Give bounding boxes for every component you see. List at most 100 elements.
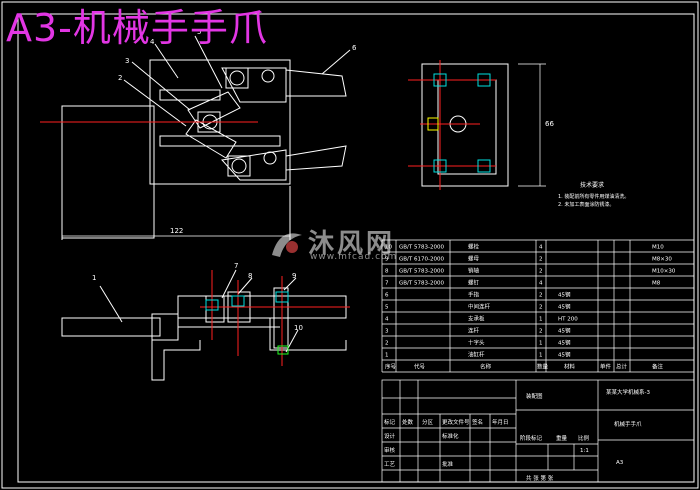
watermark-logo-icon — [272, 233, 302, 257]
bom-no: 8 — [385, 269, 389, 275]
balloon-3: 3 — [125, 57, 129, 65]
tb-weight: 重量 — [556, 434, 568, 442]
bom-note: M8 — [652, 281, 661, 287]
side-view — [421, 63, 546, 187]
bom-material: 45钢 — [558, 327, 571, 335]
dim-width: 122 — [170, 227, 183, 235]
balloon-7: 7 — [234, 262, 238, 270]
bom-header-unit: 单件 — [600, 363, 612, 371]
tech-req-heading: 技术要求 — [580, 181, 604, 189]
side-view-colored — [408, 60, 496, 190]
watermark-url: www.mfcad.com — [310, 252, 398, 262]
balloons-top: 4 5 3 2 6 — [118, 28, 357, 82]
bom-no: 1 — [385, 353, 389, 359]
tb-school: 某某大学机械系-3 — [606, 388, 650, 396]
bom-note: M10×30 — [652, 269, 676, 275]
tb-assembly: 装配图 — [526, 392, 543, 400]
bom-qty: 4 — [539, 281, 543, 287]
tb-check: 审核 — [384, 446, 396, 454]
tb-change: 更改文件号 — [442, 418, 470, 426]
bom-name: 中间连杆 — [468, 303, 491, 311]
bom-qty: 2 — [539, 293, 543, 299]
tech-req-item-1: 1. 装配前所有零件用煤油清洗。 — [558, 193, 629, 200]
tb-design: 设计 — [384, 432, 396, 440]
bom-code: GB/T 5783-2000 — [399, 245, 444, 251]
bom-qty: 2 — [539, 305, 543, 311]
bom-name: 十字头 — [468, 339, 485, 347]
bom-no: 9 — [385, 257, 389, 263]
bom-no: 2 — [385, 341, 389, 347]
watermark-name: 沐风网 — [308, 229, 396, 259]
tb-craft: 工艺 — [384, 461, 396, 468]
balloon-10: 10 — [294, 324, 303, 332]
bom-qty: 4 — [539, 245, 543, 251]
bom-table — [381, 239, 695, 373]
balloon-9: 9 — [292, 272, 296, 280]
bom-no: 6 — [385, 293, 389, 299]
title-block-text: 装配图 某某大学机械系-3 机械手手爪 A3 1:1 标记 处数 分区 更改文件… — [384, 388, 650, 482]
bottom-view — [61, 269, 347, 381]
bom-qty: 2 — [539, 257, 543, 263]
title-block — [381, 379, 695, 483]
bom-qty: 1 — [539, 353, 543, 359]
bom-header-total: 总计 — [616, 363, 628, 371]
front-view — [61, 35, 351, 240]
bom-name: 螺母 — [468, 255, 480, 263]
bom-no: 7 — [385, 281, 389, 287]
tech-req-item-2: 2. 未加工表面涂防锈漆。 — [558, 201, 614, 208]
balloon-4: 4 — [150, 38, 155, 46]
bom-name: 支承板 — [468, 315, 485, 323]
tb-mark: 标记 — [384, 418, 396, 426]
bom-header-code: 代号 — [414, 363, 426, 371]
bom-qty: 1 — [539, 341, 543, 347]
bom-qty: 1 — [539, 317, 543, 323]
bom-header-qty: 数量 — [537, 363, 549, 371]
bom-header-name: 名称 — [480, 363, 492, 371]
bom-name: 螺栓 — [468, 243, 480, 251]
bom-note: M10 — [652, 245, 664, 251]
bom-qty: 2 — [539, 269, 543, 275]
tb-drawing-name: 机械手手爪 — [614, 420, 642, 428]
bom-material: 45钢 — [558, 291, 571, 299]
bom-code: GB/T 5783-2000 — [399, 281, 444, 287]
tb-scale: 1:1 — [580, 448, 589, 454]
bottom-view-colored — [200, 270, 350, 366]
bom-header-material: 材料 — [564, 363, 576, 371]
tb-count: 处数 — [402, 418, 414, 426]
balloon-2: 2 — [118, 74, 122, 82]
tb-ratio: 比例 — [578, 434, 590, 442]
bom-no: 5 — [385, 305, 389, 311]
tb-sheet: A3 — [616, 460, 624, 466]
bom-name: 销轴 — [468, 267, 480, 275]
watermark: 沐风网 www.mfcad.com — [268, 225, 398, 263]
bom-material: 45钢 — [558, 303, 571, 311]
tb-approve: 批准 — [442, 460, 454, 468]
tb-std: 标准化 — [442, 432, 459, 440]
tb-total: 共 张 第 张 — [526, 474, 554, 482]
balloons-bottom: 1 7 8 9 10 — [92, 262, 303, 332]
bom-no: 3 — [385, 329, 389, 335]
bom-header-no: 序号 — [385, 363, 397, 371]
balloon-5: 5 — [197, 28, 201, 36]
tb-date: 年月日 — [492, 418, 509, 426]
bom-code: GB/T 5783-2000 — [399, 269, 444, 275]
bom-note: M8×30 — [652, 257, 672, 263]
bom-name: 连杆 — [468, 327, 480, 335]
bom-no: 10 — [385, 245, 392, 251]
bom-header-remark: 备注 — [652, 363, 664, 371]
balloon-8: 8 — [248, 272, 252, 280]
balloon-6: 6 — [352, 44, 357, 52]
bom-code: GB/T 6170-2000 — [399, 257, 444, 263]
bom-name: 油缸杆 — [468, 351, 485, 359]
bom-qty: 2 — [539, 329, 543, 335]
bom-material: 45钢 — [558, 339, 571, 347]
bom-material: HT 200 — [558, 317, 578, 323]
page-title: A3-机械手手爪 — [6, 6, 268, 50]
dim-height: 66 — [545, 120, 554, 128]
bom-name: 手指 — [468, 291, 480, 299]
tb-sign: 签名 — [472, 418, 483, 426]
tb-stage: 阶段标记 — [520, 434, 543, 442]
